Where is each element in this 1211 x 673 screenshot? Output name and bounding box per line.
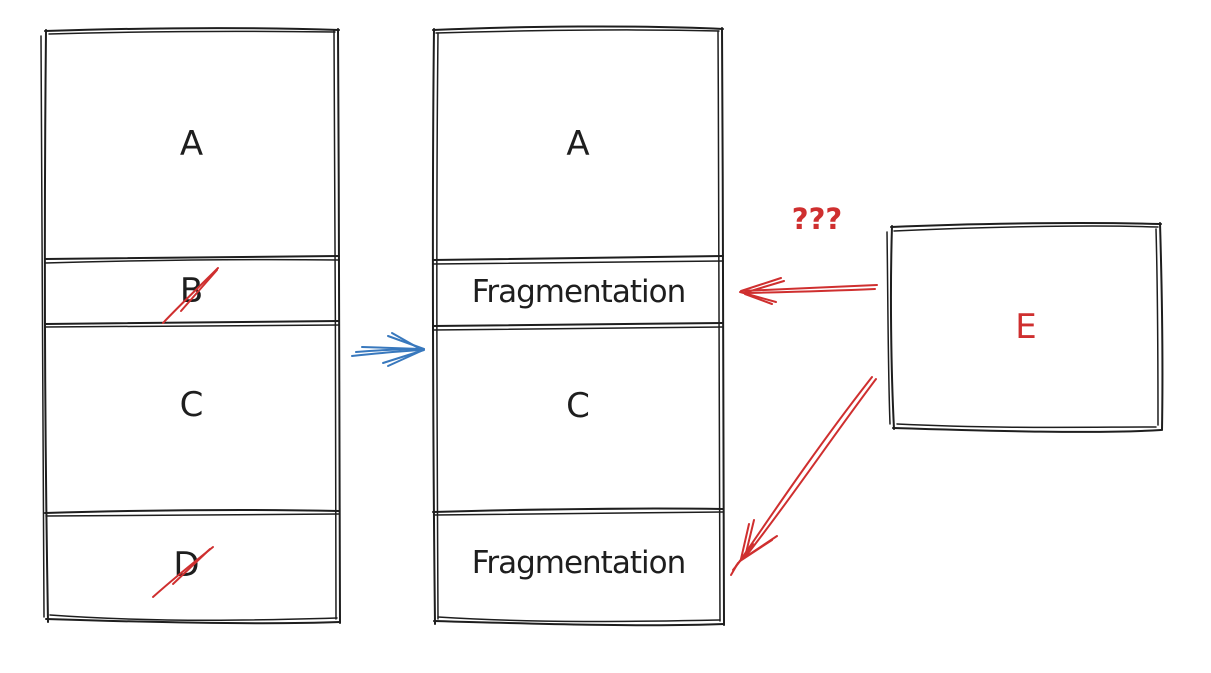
arrow-line: [745, 378, 877, 557]
arrow-head: [730, 562, 739, 576]
e-to-bottom-fragmentation-arrow: [730, 376, 877, 576]
divider-line: [44, 508, 340, 514]
question-marks-label: ???: [791, 202, 843, 236]
arrow-head: [382, 349, 425, 364]
rect-edge: [433, 620, 725, 627]
before-block-b-label: B: [179, 271, 205, 311]
after-block-c-label: C: [566, 386, 591, 426]
arrow-head: [744, 293, 773, 305]
arrow-head: [740, 523, 750, 560]
arrow-head: [743, 535, 778, 559]
arrow-line: [351, 349, 423, 357]
arrow-line: [741, 284, 878, 292]
arrow-head: [743, 280, 785, 294]
arrow-head: [744, 519, 755, 558]
arrow-line: [361, 346, 422, 350]
fragmentation-top-label: Fragmentation: [471, 274, 686, 310]
arrow-line: [741, 376, 873, 559]
divider-line: [432, 507, 724, 513]
arrow-head: [739, 539, 773, 562]
rect-edge: [45, 618, 341, 625]
e-to-top-fragmentation-arrow: [739, 277, 878, 305]
arrow-head: [391, 332, 423, 351]
fragmentation-bottom-label: Fragmentation: [471, 545, 686, 581]
arrow-head: [735, 543, 754, 567]
arrow-head: [739, 291, 777, 303]
arrow-line: [745, 288, 876, 294]
rect-edge: [437, 616, 721, 623]
before-block-d-label: D: [173, 545, 201, 585]
after-block-a-label: A: [566, 123, 591, 164]
rect-edge: [49, 614, 338, 621]
arrow-head: [387, 335, 425, 350]
arrow-head: [732, 550, 749, 571]
arrow-head: [740, 277, 782, 292]
arrow-line: [355, 348, 425, 353]
incoming-block-e-label: E: [1015, 306, 1038, 347]
transform-arrow: [351, 332, 425, 367]
before-block-c-label: C: [179, 385, 205, 425]
before-block-a-label: A: [179, 124, 205, 164]
arrow-head: [387, 350, 422, 367]
